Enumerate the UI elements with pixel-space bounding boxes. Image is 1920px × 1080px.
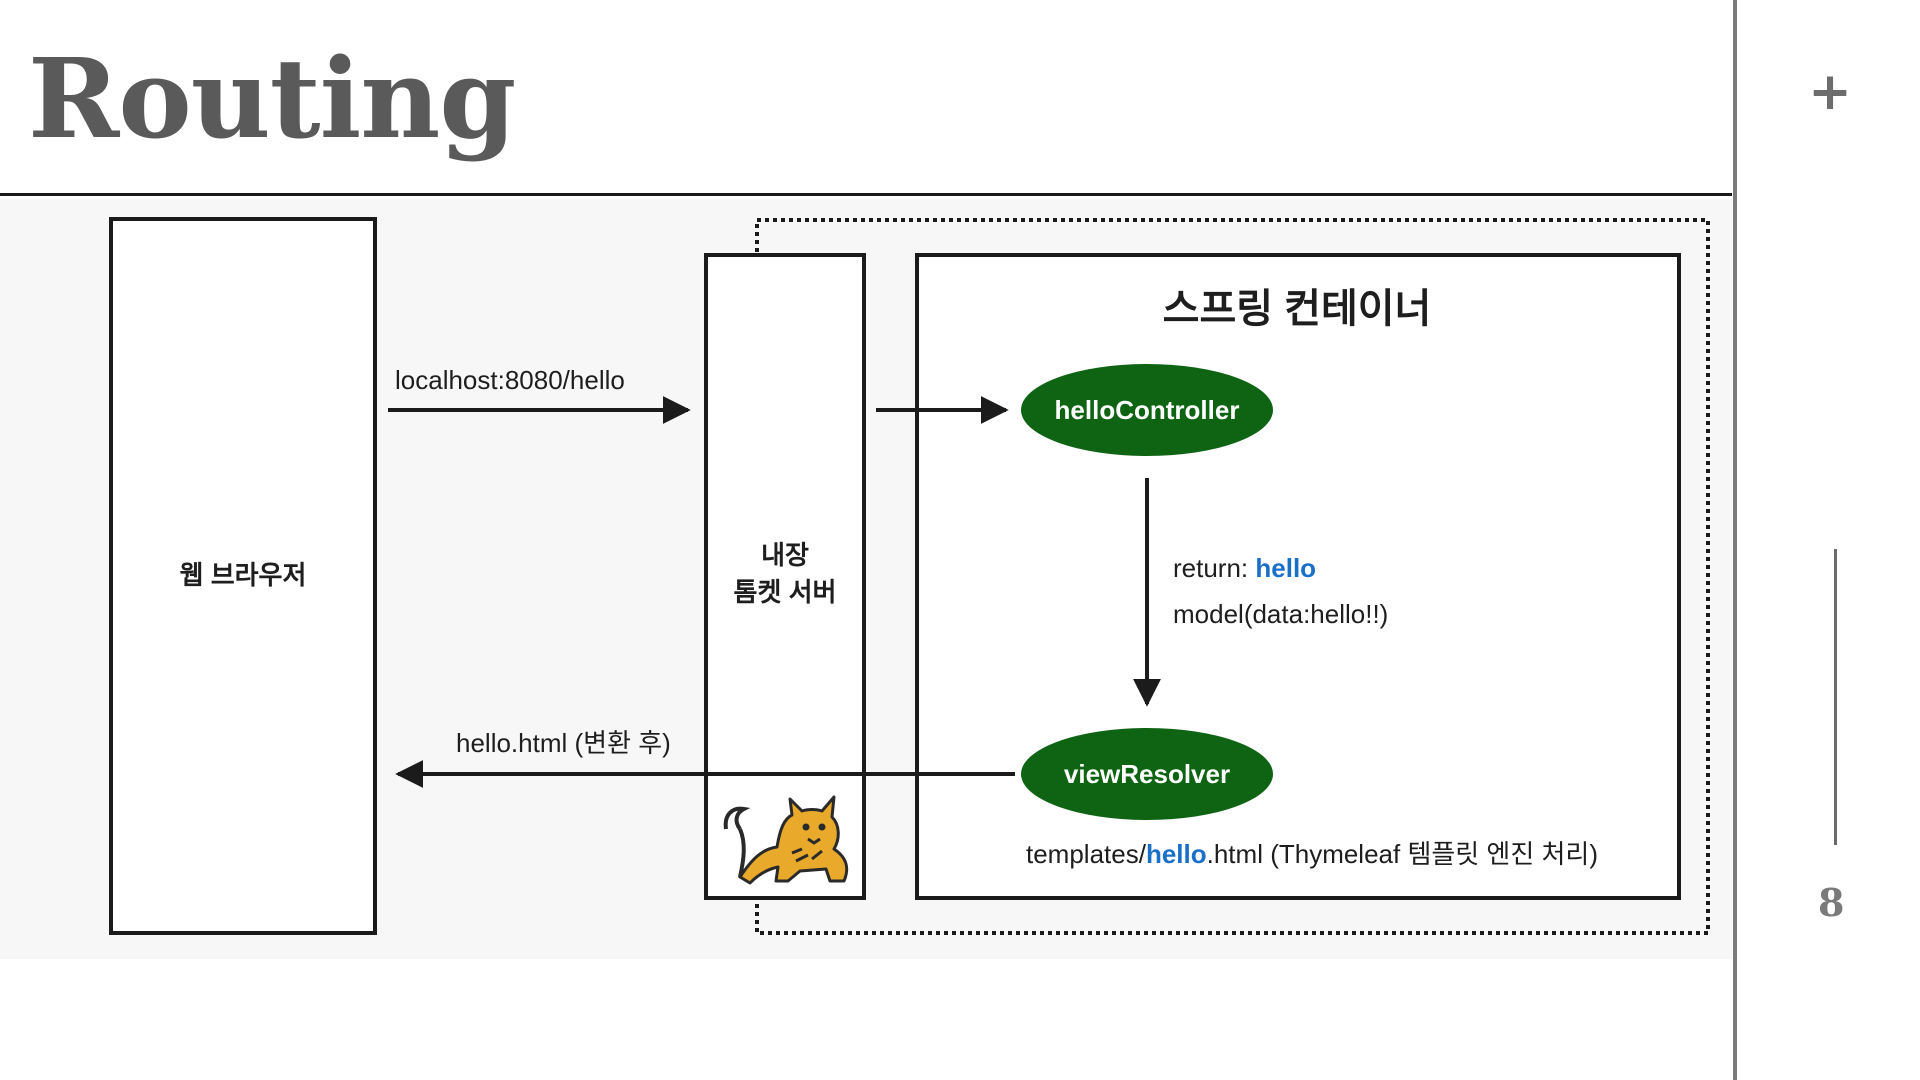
view-resolver-label: viewResolver [1064, 759, 1230, 789]
routing-diagram: 웹 브라우저 내장 톰켓 서버 스프링 컨테이너 localhost:8080/… [0, 199, 1732, 959]
container-title: 스프링 컨테이너 [1163, 287, 1432, 331]
template-highlight: hello [1146, 839, 1207, 869]
sidebar-divider [1733, 0, 1737, 1080]
request-label: localhost:8080/hello [395, 365, 625, 395]
response-label: hello.html (변환 후) [456, 728, 671, 758]
template-suffix: .html (Thymeleaf 템플릿 엔진 처리) [1207, 839, 1598, 869]
tomcat-box [704, 253, 866, 900]
page-number: 8 [1818, 880, 1845, 925]
return-prefix: return: [1173, 553, 1255, 583]
tomcat-cat-logo-icon [723, 795, 849, 885]
model-label: model(data:hello!!) [1173, 599, 1388, 629]
title-underline [0, 193, 1732, 196]
view-resolver-node [1021, 728, 1273, 820]
tomcat-label-line2: 톰켓 서버 [734, 577, 837, 607]
slide-progress-bar [1834, 549, 1837, 845]
browser-box [109, 217, 377, 935]
template-label: templates/hello.html (Thymeleaf 템플릿 엔진 처… [1026, 839, 1598, 869]
slide-title: Routing [28, 34, 516, 163]
return-value: hello [1255, 553, 1316, 583]
tomcat-label-line1: 내장 [761, 540, 809, 570]
hello-controller-node [1021, 364, 1273, 456]
add-slide-button[interactable]: + [1808, 62, 1852, 122]
return-label: return: hello [1173, 553, 1316, 583]
browser-label: 웹 브라우저 [180, 560, 307, 590]
routing-diagram-svg: 웹 브라우저 내장 톰켓 서버 스프링 컨테이너 localhost:8080/… [109, 217, 1710, 935]
template-prefix: templates/ [1026, 839, 1147, 869]
hello-controller-label: helloController [1055, 395, 1240, 425]
